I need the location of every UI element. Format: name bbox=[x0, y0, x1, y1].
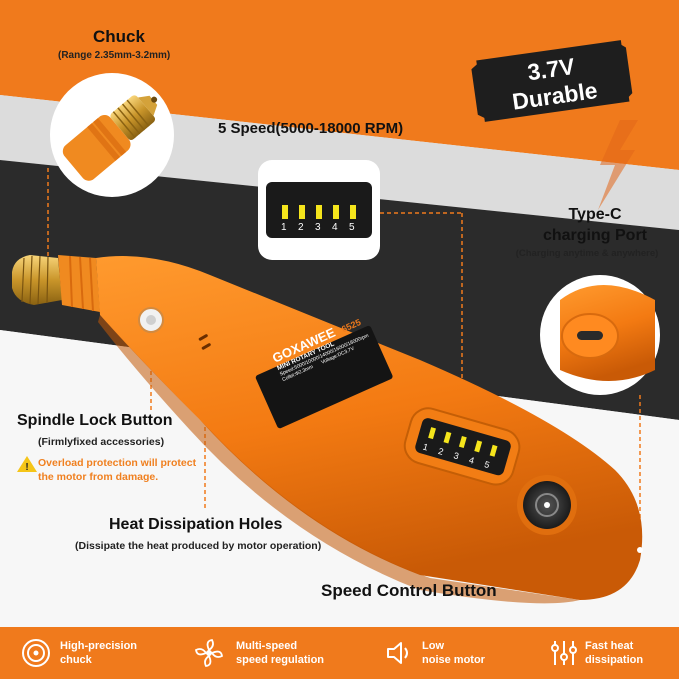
lcd-digit-4: 4 bbox=[332, 222, 338, 233]
heat-title: Heat Dissipation Holes bbox=[109, 516, 283, 533]
lcd-digit-3: 3 bbox=[315, 222, 321, 233]
lcd-digit-2: 2 bbox=[298, 222, 304, 233]
typec-title: Type-C charging Port bbox=[520, 204, 670, 246]
chuck-title: Chuck bbox=[93, 27, 145, 46]
feature-2-line2: speed regulation bbox=[236, 654, 325, 666]
speed-button-title: Speed Control Button bbox=[321, 581, 497, 600]
fan-icon bbox=[195, 639, 223, 667]
feature-3-label: Low noise motor bbox=[422, 639, 485, 667]
spindle-title: Spindle Lock Button bbox=[17, 412, 173, 429]
feature-4-label: Fast heat dissipation bbox=[585, 639, 643, 667]
svg-text:!: ! bbox=[25, 462, 28, 473]
lcd-body-digit-2: 2 bbox=[437, 445, 445, 457]
feature-2-line1: Multi-speed bbox=[236, 640, 298, 652]
speaker-icon bbox=[387, 642, 408, 664]
feature-1-line2: chuck bbox=[60, 654, 92, 666]
lcd-digit-1: 1 bbox=[281, 222, 287, 233]
feature-4-line1: Fast heat bbox=[585, 640, 634, 652]
spindle-subtitle: (Firmlyfixed accessories) bbox=[38, 436, 165, 448]
speed-title: 5 Speed(5000-18000 RPM) bbox=[218, 120, 404, 137]
typec-title-line1: Type-C bbox=[568, 206, 622, 223]
lcd-body-digit-1: 1 bbox=[421, 441, 430, 453]
lcd-body-digit-5: 5 bbox=[483, 459, 491, 471]
lcd-body-digit-4: 4 bbox=[467, 454, 476, 466]
chuck-subtitle: (Range 2.35mm-3.2mm) bbox=[58, 50, 171, 61]
typec-subtitle: (Charging anytime & anywhere) bbox=[515, 248, 659, 259]
sliders-icon bbox=[551, 641, 577, 665]
features-bar: High-precision chuck Multi-speed speed r… bbox=[0, 627, 679, 679]
feature-1-label: High-precision chuck bbox=[60, 639, 137, 667]
feature-4-line2: dissipation bbox=[585, 654, 644, 666]
feature-1-line1: High-precision bbox=[60, 640, 138, 652]
feature-3-line2: noise motor bbox=[422, 654, 485, 666]
feature-3-line1: Low bbox=[422, 640, 444, 652]
feature-2-label: Multi-speed speed regulation bbox=[236, 639, 324, 667]
lcd-body-digit-3: 3 bbox=[452, 450, 461, 462]
typec-title-line2: charging Port bbox=[542, 227, 647, 244]
lcd-digit-5: 5 bbox=[349, 222, 355, 233]
chuck-icon bbox=[22, 639, 50, 667]
overload-warning: Overload protection will protect the mot… bbox=[38, 457, 197, 483]
heat-subtitle: (Dissipate the heat produced by motor op… bbox=[75, 540, 322, 552]
